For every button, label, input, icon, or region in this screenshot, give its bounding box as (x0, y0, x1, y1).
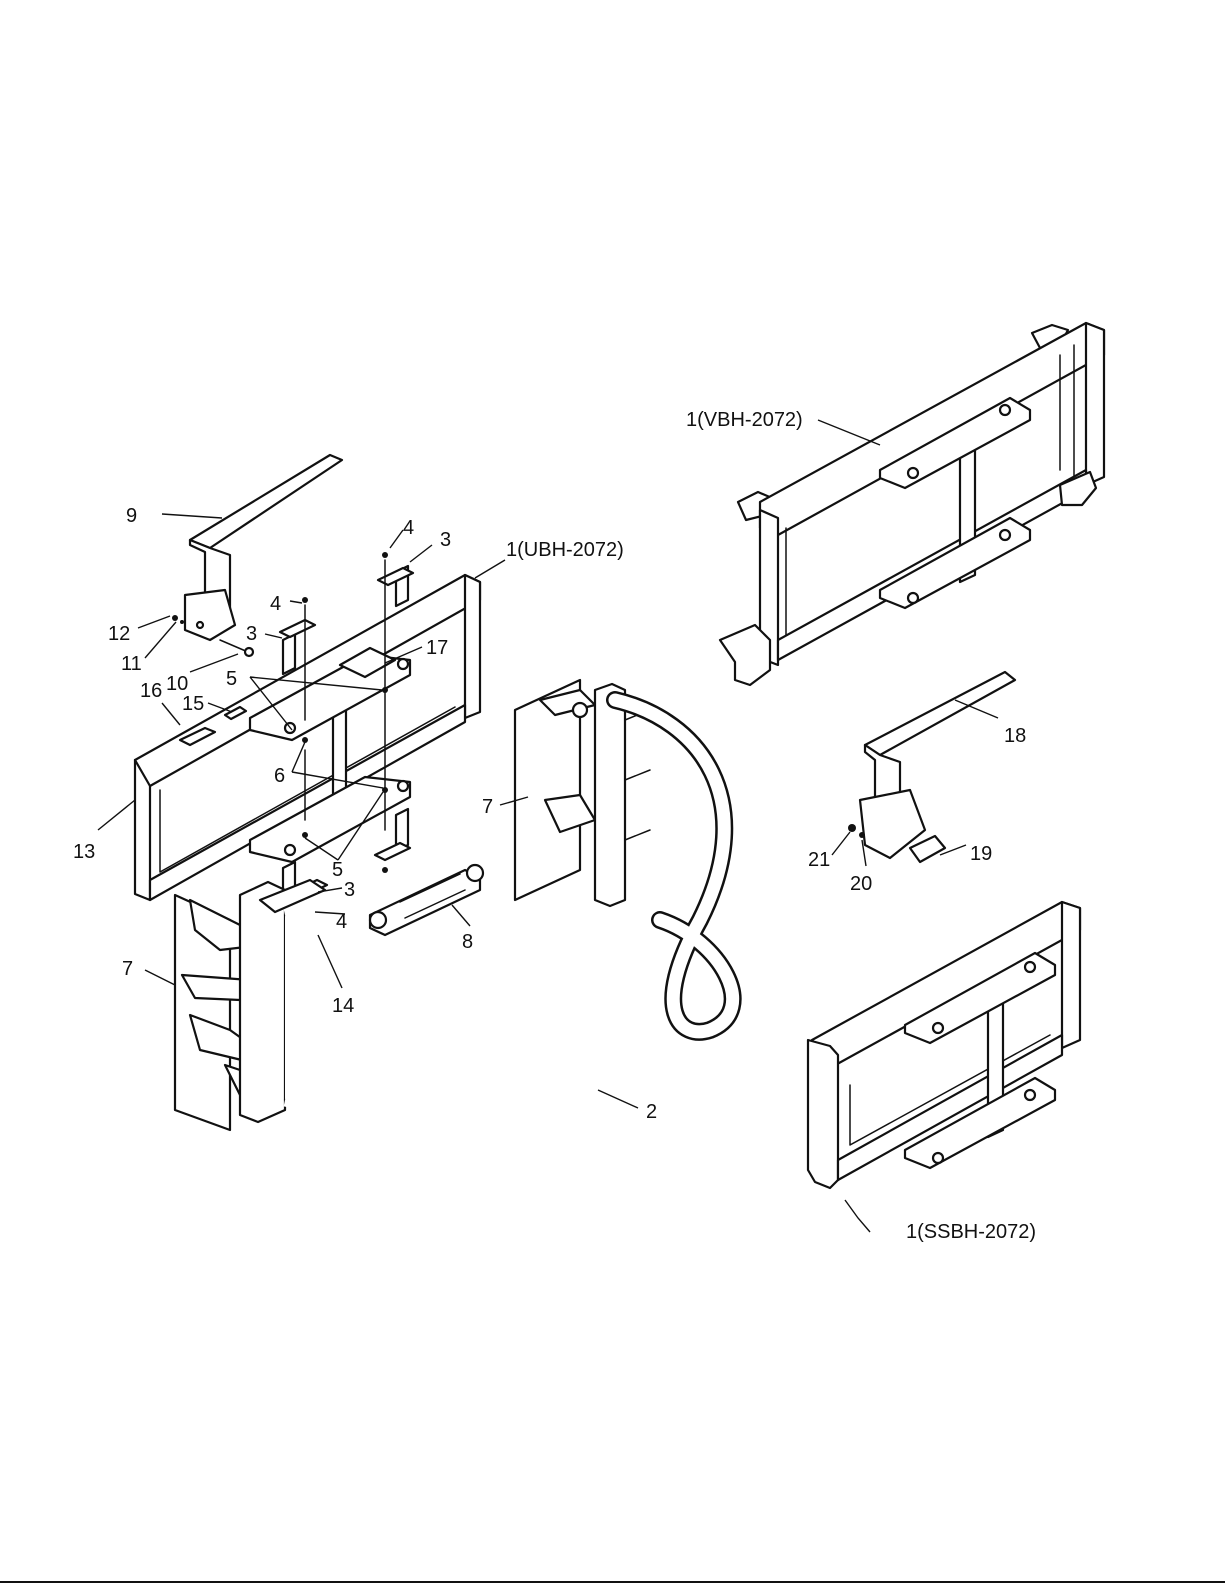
callout-4-upper-left: 4 (270, 593, 281, 615)
callout-18: 18 (1004, 725, 1026, 747)
callout-10: 10 (166, 673, 188, 695)
callout-7-right: 7 (482, 796, 493, 818)
callout-21: 21 (808, 849, 830, 871)
callout-5-lower: 5 (332, 859, 343, 881)
callout-8: 8 (462, 931, 473, 953)
callout-2: 2 (646, 1101, 657, 1123)
callout-15: 15 (182, 693, 204, 715)
callout-12: 12 (108, 623, 130, 645)
callout-13: 13 (73, 841, 95, 863)
callout-9: 9 (126, 505, 137, 527)
callout-3-lower: 3 (344, 879, 355, 901)
callout-17: 17 (426, 637, 448, 659)
callout-16: 16 (140, 680, 162, 702)
callout-11: 11 (121, 653, 142, 675)
callout-19: 19 (970, 843, 992, 865)
ssbh-frame (808, 902, 1080, 1188)
callout-20: 20 (850, 873, 872, 895)
callout-7-left: 7 (122, 958, 133, 980)
callout-ubh: 1(UBH-2072) (506, 539, 624, 561)
callout-4-upper-right: 4 (403, 517, 414, 539)
callout-4-lower: 4 (336, 911, 347, 933)
callout-5-upper: 5 (226, 668, 237, 690)
callout-3-upper-left: 3 (246, 623, 257, 645)
callout-14: 14 (332, 995, 354, 1017)
vbh-frame (720, 323, 1104, 685)
handle-18 (848, 672, 1015, 862)
callout-ssbh: 1(SSBH-2072) (906, 1221, 1036, 1243)
callout-vbh: 1(VBH-2072) (686, 409, 803, 431)
callout-6: 6 (274, 765, 285, 787)
callout-3-upper-right: 3 (440, 529, 451, 551)
